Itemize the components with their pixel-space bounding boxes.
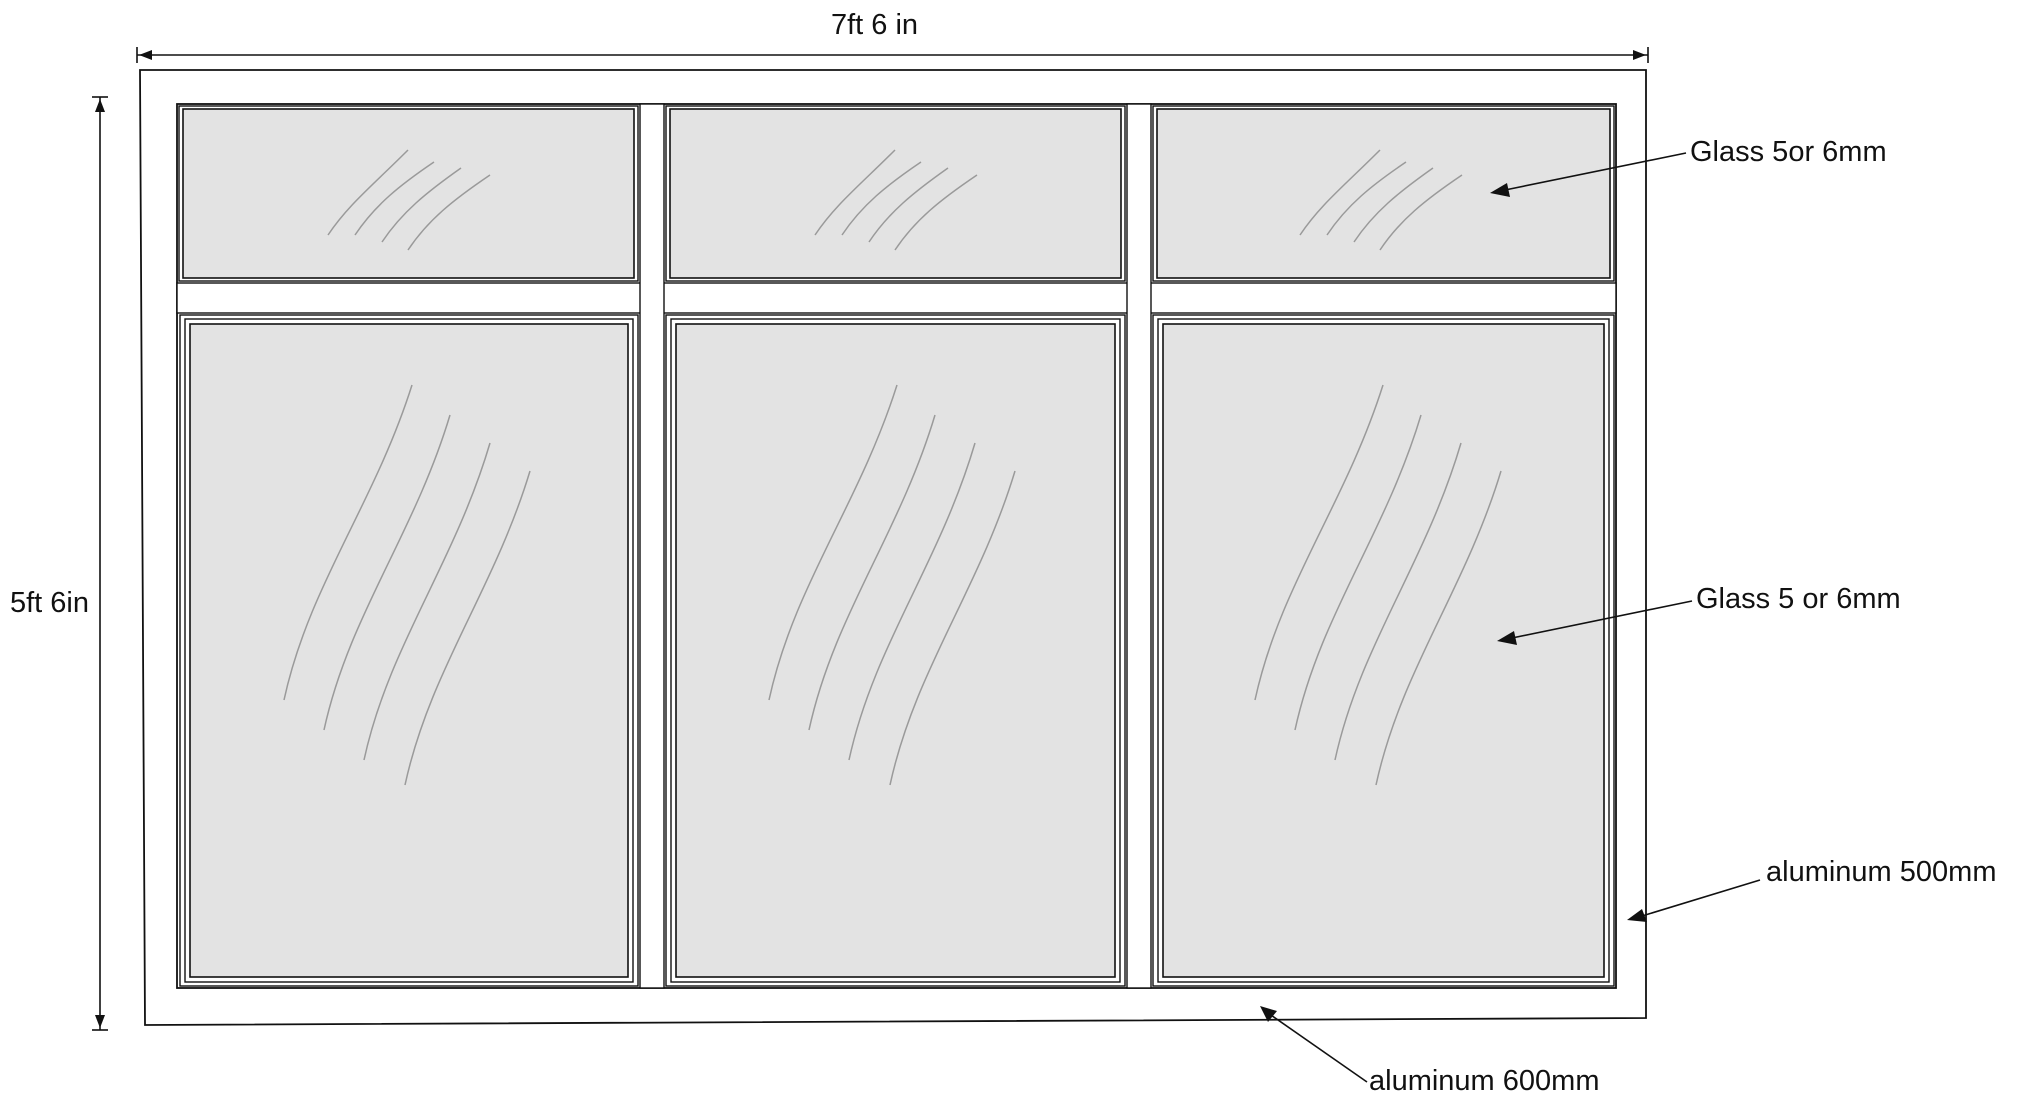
height-dimension-label: 5ft 6in (10, 587, 89, 619)
width-dimension-label: 7ft 6 in (831, 9, 918, 41)
mullion-right (1126, 103, 1152, 989)
main-pane-left (179, 314, 639, 987)
top-pane-right (1152, 105, 1615, 282)
top-pane-left (178, 105, 639, 282)
top-glass-leader (1490, 152, 1687, 197)
bottom-frame-callout: aluminum 600mm (1369, 1065, 1599, 1095)
side-frame-callout: aluminum 500mm (1766, 856, 1996, 888)
transom-rail (176, 282, 1617, 314)
bottom-frame-leader (1260, 1006, 1368, 1083)
height-dimension (92, 96, 108, 1031)
main-pane-center (665, 314, 1126, 987)
width-dimension (136, 47, 1649, 63)
top-pane-center (665, 105, 1126, 282)
main-glass-leader (1497, 600, 1693, 645)
mullion-left (639, 103, 665, 989)
main-glass-callout: Glass 5 or 6mm (1696, 583, 1901, 615)
main-pane-right (1152, 314, 1615, 987)
side-frame-leader (1627, 879, 1761, 922)
top-glass-callout: Glass 5or 6mm (1690, 136, 1887, 168)
